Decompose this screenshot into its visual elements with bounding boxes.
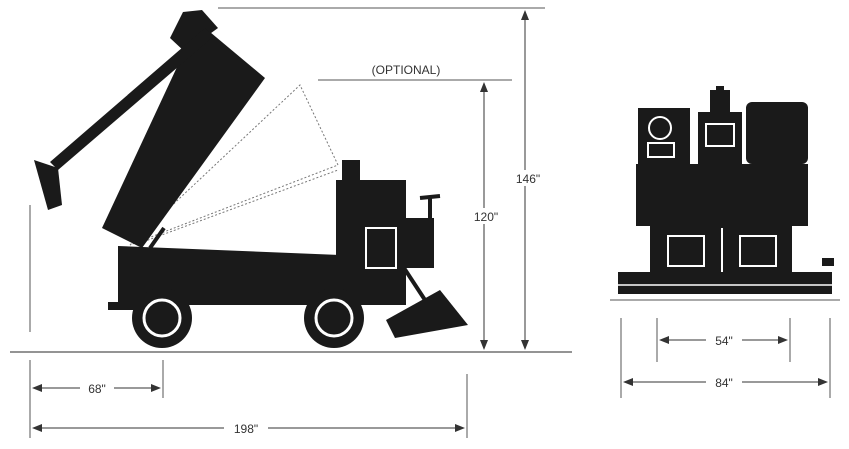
upper-left-panel — [638, 108, 690, 164]
dim-120-arrow-top — [480, 82, 488, 92]
dim-54-label: 54" — [715, 334, 733, 348]
dim-84-arrow-right — [818, 378, 828, 386]
rear-wheel — [132, 288, 192, 348]
dim-84-label: 84" — [715, 376, 733, 390]
front-brush — [386, 290, 468, 338]
engine-cap — [342, 160, 360, 182]
arm-bucket — [34, 160, 62, 210]
side-tab — [822, 258, 834, 266]
hopper-door — [170, 10, 218, 52]
dim-54-arrow-left — [659, 336, 669, 344]
brush-arm — [402, 266, 427, 302]
machine-body — [118, 246, 340, 305]
dim-54-arrow-right — [778, 336, 788, 344]
seat-window — [365, 227, 397, 269]
dim-68-arrow-right — [151, 384, 161, 392]
dim-68-arrow-left — [32, 384, 42, 392]
bumper — [108, 302, 138, 310]
side-box — [404, 218, 434, 268]
dim-120-label: 120" — [474, 210, 498, 224]
side-view: 146" 120" (OPTIONAL) 68" 198" — [10, 7, 572, 438]
dim-84-arrow-left — [623, 378, 633, 386]
dump-hopper — [102, 22, 265, 248]
main-housing — [636, 164, 808, 226]
dim-120-arrow-bottom — [480, 340, 488, 350]
optional-deflector-line — [139, 169, 339, 244]
seat — [362, 196, 394, 226]
front-view: 54" 84" — [610, 86, 840, 398]
base-plate — [618, 272, 832, 294]
front-wheel — [304, 288, 364, 348]
upper-right-tank — [746, 102, 808, 164]
dim-146-label: 146" — [516, 172, 540, 186]
dim-198-arrow-left — [32, 424, 42, 432]
optional-label: (OPTIONAL) — [372, 63, 441, 77]
dim-146-arrow-top — [521, 10, 529, 20]
dim-68-label: 68" — [88, 382, 106, 396]
dim-146-arrow-bottom — [521, 340, 529, 350]
steering-bar — [419, 194, 441, 200]
center-tower — [698, 112, 742, 164]
front-wheel-rim — [314, 298, 354, 338]
rear-wheel-rim — [142, 298, 182, 338]
dump-arm — [50, 28, 214, 170]
optional-deflector-outline — [129, 84, 339, 246]
dim-198-arrow-right — [455, 424, 465, 432]
dim-198-label: 198" — [234, 422, 258, 436]
steering-wheel-icon — [648, 116, 672, 140]
lift-strut — [148, 226, 166, 250]
